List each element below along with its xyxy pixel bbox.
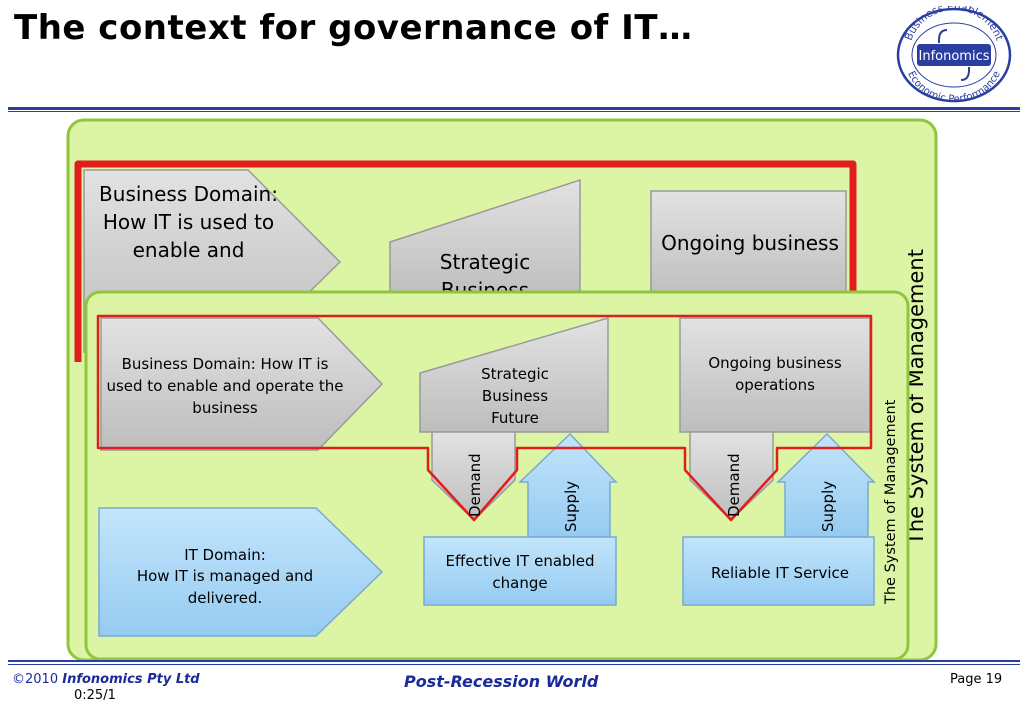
- header-divider: [8, 107, 1020, 110]
- company-name: Infonomics Pty Ltd: [62, 672, 200, 687]
- footer-copyright: ©2010 Infonomics Pty Ltd: [12, 672, 200, 687]
- effective-it-box: [423, 536, 617, 606]
- footer-divider-thin: [8, 664, 1020, 665]
- strategic-business-future-shape: [419, 316, 609, 433]
- it-domain-title: IT Domain:: [184, 546, 266, 564]
- supply-arrow-1: [518, 432, 618, 538]
- page-number: Page 19: [950, 672, 1003, 687]
- header-divider-thin: [8, 111, 1020, 112]
- logo-center-text: Infonomics: [919, 49, 990, 64]
- it-domain-arrow: [98, 507, 384, 637]
- ongoing-operations-box: [679, 317, 871, 433]
- copyright-year: ©2010: [12, 672, 59, 687]
- supply-label-1: Supply: [562, 481, 580, 532]
- effective-it-label: Effective IT enabled change: [445, 552, 595, 592]
- supply-label-2: Supply: [819, 481, 837, 532]
- back-ongoing-label: Ongoing business: [661, 231, 839, 255]
- reliable-it-label: Reliable IT Service: [711, 564, 849, 582]
- business-domain-label: Business Domain: How IT is used to enabl…: [106, 355, 344, 417]
- business-domain-arrow: [100, 317, 384, 451]
- back-red-frame: [74, 160, 857, 362]
- demand-label-2: Demand: [725, 453, 743, 517]
- back-ongoing-box: [650, 190, 847, 302]
- back-business-domain-label: Business Domain: How IT is used to enabl…: [99, 182, 278, 262]
- infonomics-logo: Business Enablement Economic Performance…: [896, 6, 1012, 104]
- footer-divider: [8, 660, 1020, 662]
- front-red-frame: [96, 314, 873, 522]
- front-side-label: The System of Management: [883, 399, 899, 605]
- supply-arrow-2: [776, 432, 876, 538]
- footer-time: 0:25/1: [74, 688, 116, 703]
- page-title: The context for governance of IT…: [14, 8, 693, 48]
- demand-label-1: Demand: [466, 453, 484, 517]
- reliable-it-box: [682, 536, 875, 606]
- footer-center-title: Post-Recession World: [404, 672, 599, 691]
- it-domain-description: How IT is managed and delivered.: [136, 567, 314, 607]
- strategic-business-future-label: Strategic Business Future: [481, 365, 549, 427]
- ongoing-operations-label: Ongoing business operations: [708, 354, 842, 394]
